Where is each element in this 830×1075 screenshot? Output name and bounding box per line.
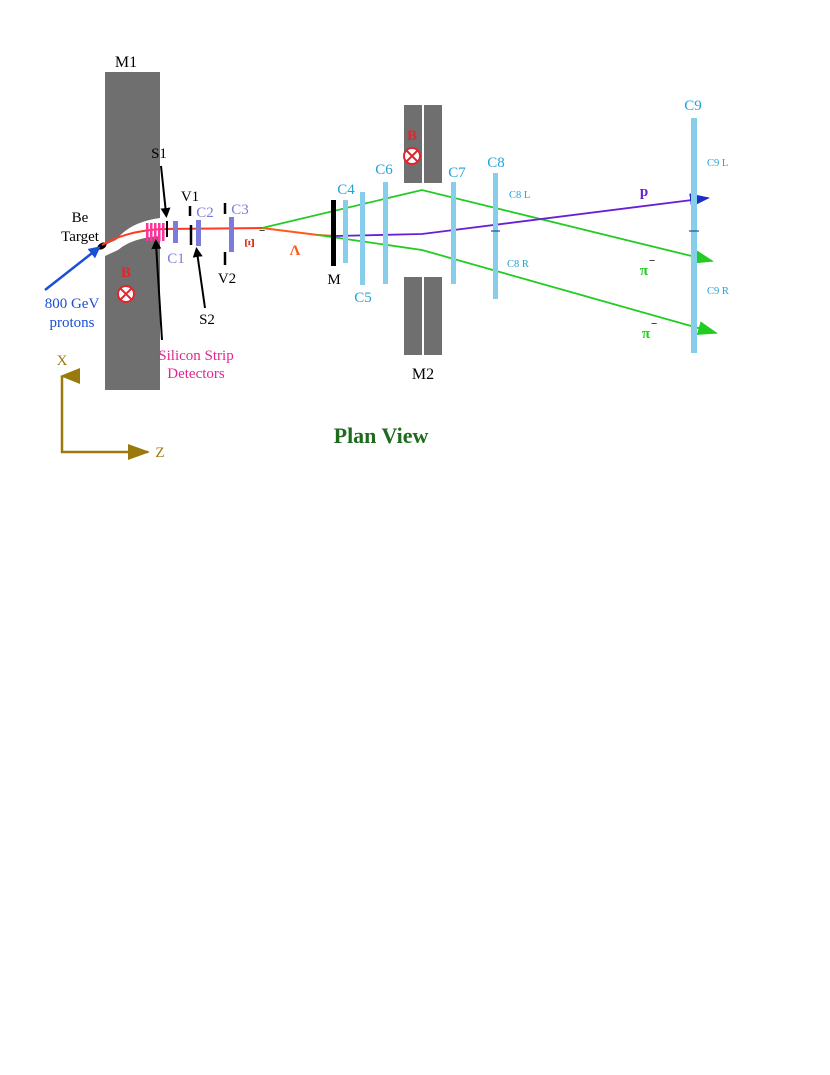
field-label-m2: B <box>407 128 417 144</box>
c4-label: C4 <box>337 182 355 198</box>
xi-superscript: − <box>259 225 265 237</box>
magnet-m1-lower-yoke <box>105 236 160 390</box>
magnet-m2-upper-right <box>424 105 442 183</box>
be-target-label-line1: Be <box>72 210 89 226</box>
protons-label-line1: 800 GeV <box>45 296 100 312</box>
s1-pointer-arrow <box>160 165 171 218</box>
proton-track <box>334 193 710 237</box>
silicon-pointer-arrow <box>151 239 163 341</box>
silicon-label-line2: Detectors <box>167 366 225 382</box>
c8l-label: C8 L <box>509 190 530 201</box>
v1-label: V1 <box>181 189 199 205</box>
silicon-plane <box>146 223 149 241</box>
silicon-strip-detectors: Silicon Strip Detectors <box>146 223 234 382</box>
coordinate-axes: X Z <box>57 353 165 461</box>
chamber-c4 <box>343 200 348 263</box>
lambda-track <box>261 227 336 237</box>
absorber-m-block <box>331 200 336 266</box>
c1-label: C1 <box>167 251 185 267</box>
c6-label: C6 <box>375 162 393 178</box>
pion-track-from-lambda <box>317 234 718 335</box>
small-pwc-chambers: C1 C2 C3 <box>167 202 249 267</box>
chamber-c1 <box>173 221 178 243</box>
x-axis-label: X <box>57 353 68 369</box>
s2-pointer-arrow <box>192 247 206 309</box>
silicon-plane <box>158 223 161 241</box>
magnet-m2-upper-left <box>404 105 422 183</box>
large-pwc-chambers: C4 C5 C6 C7 C8 C8 L C8 R C9 C9 L C9 R <box>337 98 729 353</box>
xi-minus-track <box>101 227 263 246</box>
lambda-label: Λ <box>290 243 301 259</box>
pion-track-from-xi <box>261 189 714 264</box>
s1-label: S1 <box>151 146 167 162</box>
proton-label: p <box>640 184 648 200</box>
magnet-m1: M1 <box>105 54 160 390</box>
c3-label: C3 <box>231 202 249 218</box>
c9-label: C9 <box>684 98 702 114</box>
pion-lower-label: π <box>642 326 651 342</box>
c8r-label: C8 R <box>507 259 529 270</box>
pion-upper-label: π <box>640 263 649 279</box>
chamber-c6 <box>383 182 388 284</box>
field-symbol-m2: B <box>403 128 421 165</box>
absorber-m: M <box>327 200 341 288</box>
chamber-c7 <box>451 182 456 284</box>
silicon-plane <box>154 223 157 241</box>
incident-proton-beam: 800 GeV protons <box>44 246 101 331</box>
z-axis-label: Z <box>155 445 164 461</box>
magnet-m1-label: M1 <box>115 54 137 71</box>
magnet-m2-lower-left <box>404 277 422 355</box>
protons-label-line2: protons <box>50 315 95 331</box>
field-cross-mark <box>119 287 133 301</box>
plan-view-title: Plan View <box>334 423 429 448</box>
chamber-c9 <box>691 118 697 353</box>
field-symbol-m1: B <box>117 265 135 303</box>
c8-label: C8 <box>487 155 505 171</box>
c9r-label: C9 R <box>707 286 729 297</box>
field-label-m1: B <box>121 265 131 281</box>
be-target: Be Target <box>61 210 107 250</box>
pion-upper-superscript: − <box>649 255 655 267</box>
chamber-c3 <box>229 217 234 252</box>
silicon-plane <box>162 223 165 241</box>
absorber-m-label: M <box>327 272 340 288</box>
chamber-c2 <box>196 220 201 246</box>
chamber-c5 <box>360 192 365 285</box>
field-cross-mark <box>405 149 419 163</box>
scintillator-s1: S1 <box>151 146 171 237</box>
chamber-c8 <box>493 173 498 299</box>
magnet-m1-upper-yoke <box>105 72 160 245</box>
xi-symbol: Ξ <box>243 238 258 247</box>
silicon-plane <box>150 223 153 241</box>
proton-beam-arrow <box>44 246 101 291</box>
c5-label: C5 <box>354 290 372 306</box>
c9l-label: C9 L <box>707 158 728 169</box>
magnet-m2-label: M2 <box>412 366 434 383</box>
veto-counters: V1 S2 V2 <box>181 189 236 328</box>
be-target-label-line2: Target <box>61 229 100 245</box>
pion-lower-superscript: − <box>651 318 657 330</box>
magnet-m2: M2 <box>404 105 442 383</box>
xi-minus-label: Ξ <box>243 238 258 247</box>
c2-label: C2 <box>196 205 214 221</box>
silicon-label-line1: Silicon Strip <box>158 348 233 364</box>
v2-label: V2 <box>218 271 236 287</box>
magnet-m2-lower-right <box>424 277 442 355</box>
s2-label: S2 <box>199 312 215 328</box>
c7-label: C7 <box>448 165 466 181</box>
